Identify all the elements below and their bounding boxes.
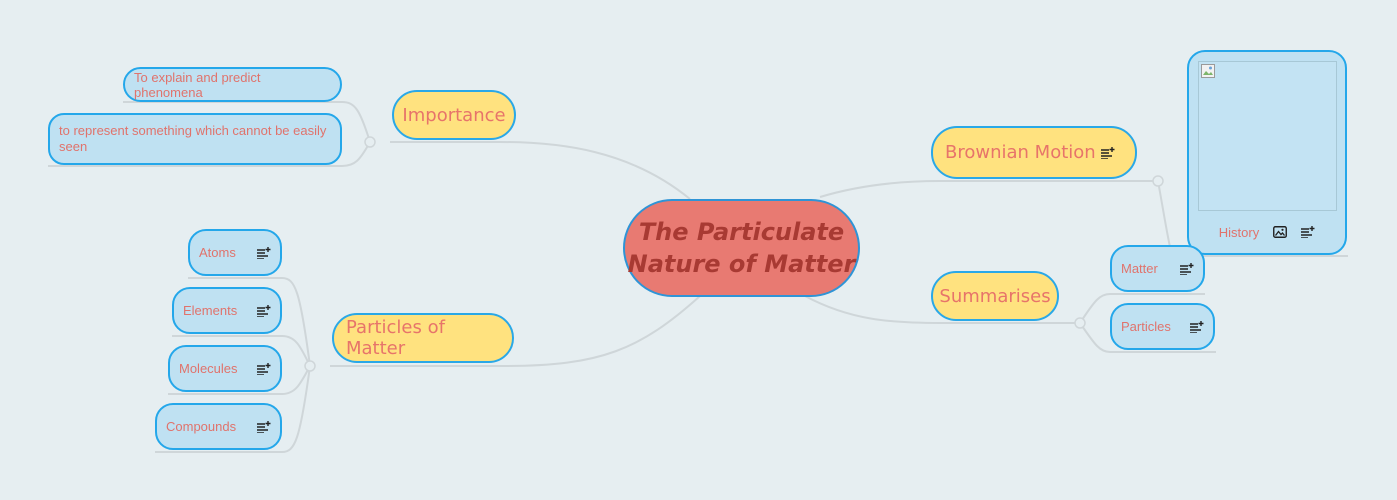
- subtopic-label: Particles: [1121, 319, 1171, 334]
- root-title-line-2: Nature of Matter: [627, 250, 856, 278]
- topic-summarises[interactable]: Summarises: [931, 271, 1059, 321]
- notes-icon[interactable]: [257, 304, 271, 317]
- subtopic-label: Matter: [1121, 261, 1158, 276]
- subtopic-particles[interactable]: Particles: [1110, 303, 1215, 350]
- subtopic-label: Molecules: [179, 361, 238, 376]
- image-icon[interactable]: [1273, 226, 1288, 238]
- root-topic[interactable]: The Particulate Nature of Matter: [623, 199, 860, 297]
- image-placeholder: [1198, 61, 1337, 211]
- topic-particles-of-matter-label: Particles of Matter: [346, 317, 445, 359]
- topic-importance[interactable]: Importance: [392, 90, 516, 140]
- subtopic-label: Compounds: [166, 419, 237, 434]
- subtopic-represent-unseen[interactable]: to represent something which cannot be e…: [48, 113, 342, 165]
- broken-image-icon: [1201, 64, 1215, 78]
- topic-summarises-label: Summarises: [939, 285, 1051, 307]
- topic-brownian-motion[interactable]: Brownian Motion: [931, 126, 1137, 179]
- topic-particles-of-matter[interactable]: Particles of Matter: [332, 313, 514, 363]
- subtopic-history-label: History: [1218, 224, 1260, 240]
- subtopic-label: to represent something which cannot be e…: [59, 123, 327, 154]
- notes-icon[interactable]: [257, 362, 271, 375]
- subtopic-elements[interactable]: Elements: [172, 287, 282, 334]
- notes-icon[interactable]: [1101, 146, 1115, 159]
- notes-icon[interactable]: [257, 246, 271, 259]
- subtopic-molecules[interactable]: Molecules: [168, 345, 282, 392]
- notes-icon[interactable]: [1301, 226, 1315, 238]
- subtopic-matter[interactable]: Matter: [1110, 245, 1205, 292]
- notes-icon[interactable]: [1180, 262, 1194, 275]
- subtopic-explain-predict[interactable]: To explain and predict phenomena: [123, 67, 342, 102]
- notes-icon[interactable]: [257, 420, 271, 433]
- subtopic-label: Elements: [183, 303, 238, 318]
- subtopic-label: Atoms: [199, 245, 236, 260]
- root-title-line-1: The Particulate: [638, 218, 845, 246]
- notes-icon[interactable]: [1190, 320, 1204, 333]
- subtopic-label: To explain and predict phenomena: [134, 69, 261, 100]
- subtopic-atoms[interactable]: Atoms: [188, 229, 282, 276]
- topic-brownian-motion-label: Brownian Motion: [945, 142, 1096, 163]
- topic-importance-label: Importance: [402, 104, 506, 126]
- subtopic-compounds[interactable]: Compounds: [155, 403, 282, 450]
- subtopic-history-card[interactable]: History: [1187, 50, 1347, 255]
